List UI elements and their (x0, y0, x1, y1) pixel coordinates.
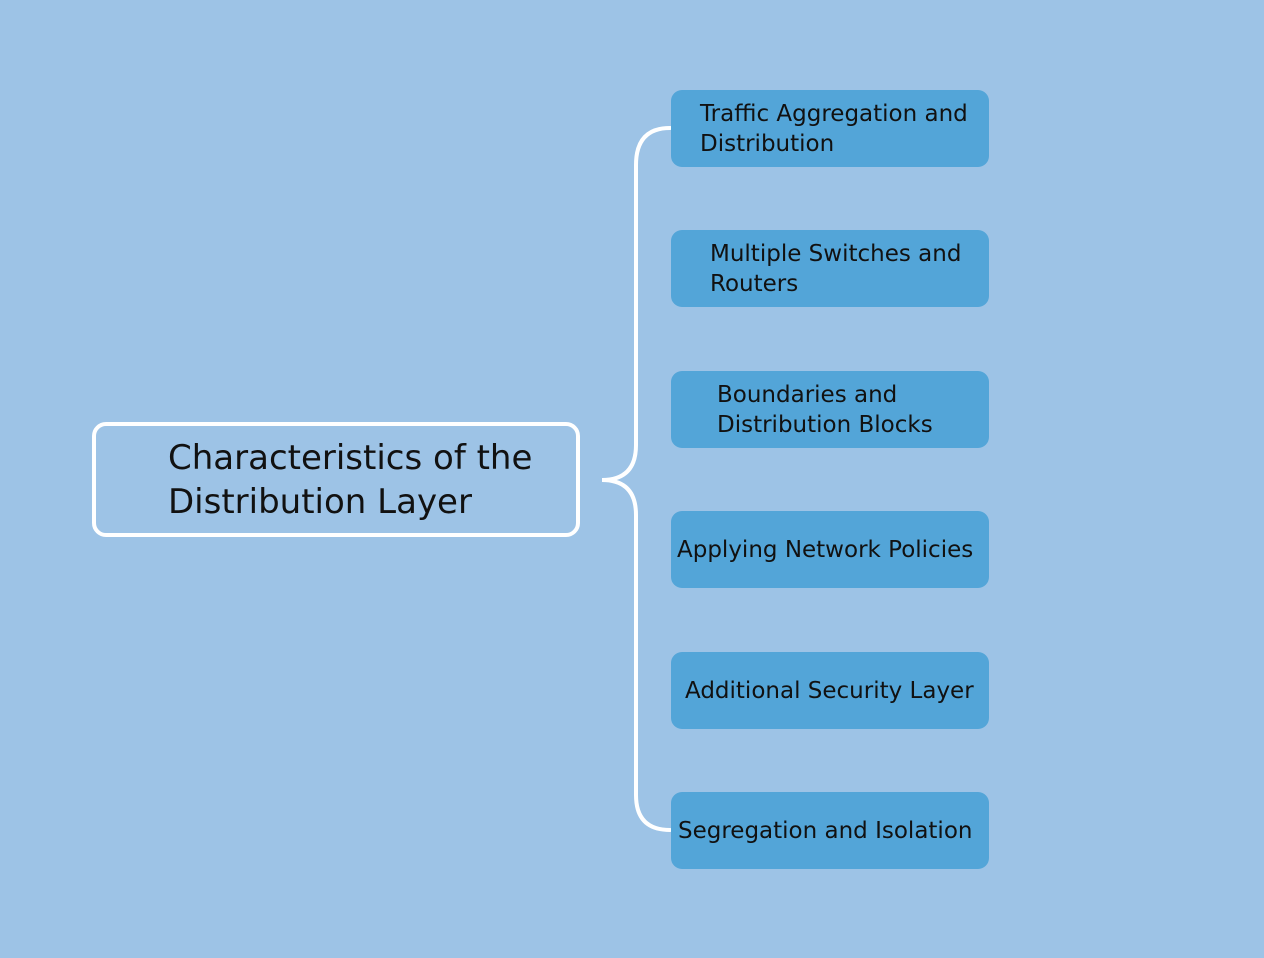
brace-path (601, 126, 672, 832)
branch-node-network-policies: Applying Network Policies (671, 511, 989, 588)
branch-node-multiple-switches: Multiple Switches and Routers (671, 230, 989, 307)
root-node: Characteristics of the Distribution Laye… (92, 422, 580, 537)
branch-node-boundaries: Boundaries and Distribution Blocks (671, 371, 989, 448)
branch-node-security-layer: Additional Security Layer (671, 652, 989, 729)
branch-label: Additional Security Layer (685, 677, 974, 704)
branch-label: Applying Network Policies (677, 536, 974, 563)
branch-label: Boundaries and Distribution Blocks (717, 381, 933, 438)
branch-label: Multiple Switches and Routers (710, 240, 962, 297)
root-label: Characteristics of the Distribution Laye… (168, 437, 533, 522)
branch-node-segregation: Segregation and Isolation (671, 792, 989, 869)
branch-label: Traffic Aggregation and Distribution (700, 100, 968, 157)
branch-node-traffic-aggregation: Traffic Aggregation and Distribution (671, 90, 989, 167)
branch-label: Segregation and Isolation (678, 817, 973, 844)
